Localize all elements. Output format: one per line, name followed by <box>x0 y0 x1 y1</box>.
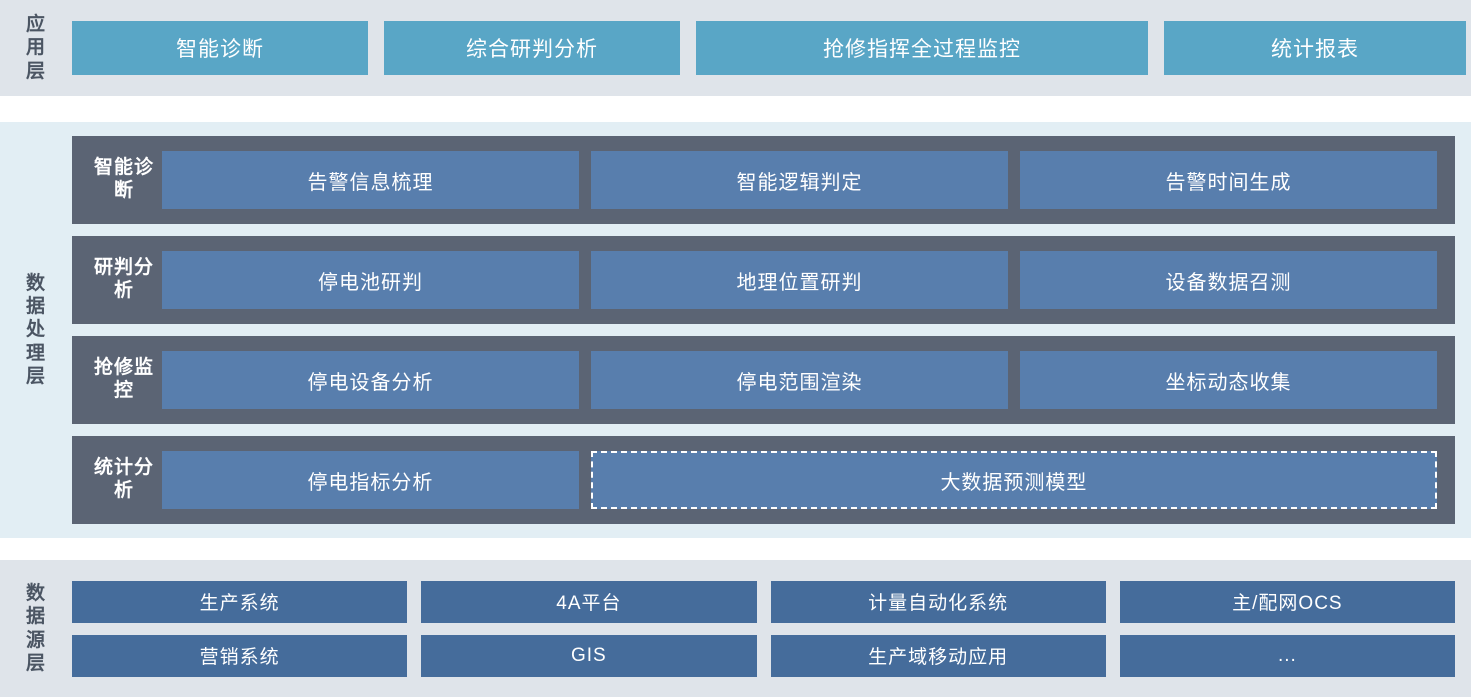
src-box-production-system[interactable]: 生产系统 <box>72 580 408 623</box>
src-box-metering-automation-system[interactable]: 计量自动化系统 <box>770 580 1106 623</box>
proc-box-big-data-prediction-model[interactable]: 大数据预测模型 <box>590 451 1437 509</box>
src-box-main-distribution-ocs[interactable]: 主/配网OCS <box>1119 580 1455 623</box>
proc-box-outage-pool-analysis[interactable]: 停电池研判 <box>162 251 579 309</box>
proc-box-outage-range-rendering[interactable]: 停电范围渲染 <box>591 351 1008 409</box>
application-layer-side-label-text: 应用层 <box>25 14 46 82</box>
processing-layer-side-label-text: 数据处理层 <box>25 273 46 387</box>
src-box-marketing-system[interactable]: 营销系统 <box>72 634 408 677</box>
src-box-4a-platform[interactable]: 4A平台 <box>421 580 757 623</box>
source-layer-band: 数据源层 生产系统 4A平台 计量自动化系统 主/配网OCS 营销系统 GIS … <box>0 560 1471 697</box>
processing-row-category-label: 研判分析 <box>93 257 154 301</box>
processing-row-category-label: 统计分析 <box>93 457 154 501</box>
proc-box-alarm-info-sorting[interactable]: 告警信息梳理 <box>162 151 579 209</box>
source-row-top: 生产系统 4A平台 计量自动化系统 主/配网OCS <box>72 580 1455 623</box>
processing-row-statistical-analysis: 统计分析 停电指标分析 大数据预测模型 <box>72 436 1455 524</box>
proc-box-intelligent-logic-judgment[interactable]: 智能逻辑判定 <box>591 151 1008 209</box>
app-box-statistical-report[interactable]: 统计报表 <box>1164 21 1466 75</box>
application-layer-side-label: 应用层 <box>0 0 72 96</box>
src-box-more[interactable]: ... <box>1119 634 1455 677</box>
processing-row-items: 停电池研判 地理位置研判 设备数据召测 <box>162 251 1437 309</box>
application-layer-boxes: 智能诊断 综合研判分析 抢修指挥全过程监控 统计报表 <box>72 0 1471 96</box>
processing-row-intelligent-diagnosis: 智能诊断 告警信息梳理 智能逻辑判定 告警时间生成 <box>72 136 1455 224</box>
proc-box-geographic-location-analysis[interactable]: 地理位置研判 <box>591 251 1008 309</box>
proc-box-alarm-time-generation[interactable]: 告警时间生成 <box>1020 151 1437 209</box>
processing-layer-rows: 智能诊断 告警信息梳理 智能逻辑判定 告警时间生成 研判分析 停电池研判 地理位… <box>72 122 1471 538</box>
processing-row-items: 停电指标分析 大数据预测模型 <box>162 451 1437 509</box>
app-box-repair-command-monitoring[interactable]: 抢修指挥全过程监控 <box>696 21 1148 75</box>
app-box-comprehensive-analysis[interactable]: 综合研判分析 <box>384 21 680 75</box>
source-layer-side-label: 数据源层 <box>0 560 72 697</box>
processing-row-repair-monitoring: 抢修监控 停电设备分析 停电范围渲染 坐标动态收集 <box>72 336 1455 424</box>
source-row-bottom: 营销系统 GIS 生产域移动应用 ... <box>72 634 1455 677</box>
proc-box-coordinate-dynamic-collection[interactable]: 坐标动态收集 <box>1020 351 1437 409</box>
processing-row-research-analysis: 研判分析 停电池研判 地理位置研判 设备数据召测 <box>72 236 1455 324</box>
src-box-gis[interactable]: GIS <box>421 634 757 677</box>
source-layer-grid: 生产系统 4A平台 计量自动化系统 主/配网OCS 营销系统 GIS 生产域移动… <box>72 560 1471 697</box>
app-box-intelligent-diagnosis[interactable]: 智能诊断 <box>72 21 368 75</box>
proc-box-outage-index-analysis[interactable]: 停电指标分析 <box>162 451 579 509</box>
proc-box-outage-device-analysis[interactable]: 停电设备分析 <box>162 351 579 409</box>
application-layer-band: 应用层 智能诊断 综合研判分析 抢修指挥全过程监控 统计报表 <box>0 0 1471 96</box>
processing-row-category-label: 抢修监控 <box>93 357 154 401</box>
processing-row-items: 告警信息梳理 智能逻辑判定 告警时间生成 <box>162 151 1437 209</box>
processing-layer-band: 数据处理层 智能诊断 告警信息梳理 智能逻辑判定 告警时间生成 研判分析 停电池… <box>0 122 1471 538</box>
src-box-production-mobile-application[interactable]: 生产域移动应用 <box>770 634 1106 677</box>
processing-layer-side-label: 数据处理层 <box>0 122 72 538</box>
processing-row-category-label: 智能诊断 <box>93 157 154 201</box>
processing-row-items: 停电设备分析 停电范围渲染 坐标动态收集 <box>162 351 1437 409</box>
source-layer-side-label-text: 数据源层 <box>25 583 46 674</box>
proc-box-device-data-polling[interactable]: 设备数据召测 <box>1020 251 1437 309</box>
